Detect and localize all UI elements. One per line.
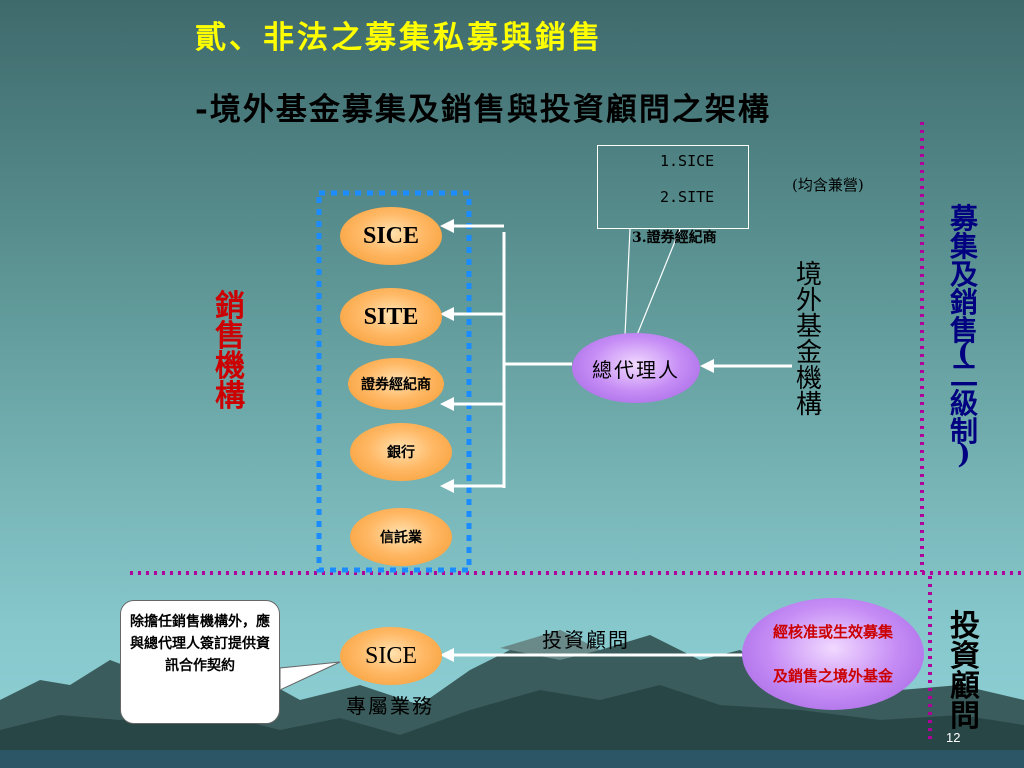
sales-org-dashed-box xyxy=(316,190,472,573)
intermediary-box xyxy=(597,145,749,229)
box-pointer-left xyxy=(624,228,631,336)
advisory-label: 投 資 顧 問 xyxy=(950,609,980,734)
box-item-2: 2.SITE xyxy=(660,188,715,206)
box-pointer-right xyxy=(636,228,681,336)
general-agent-node: 總代理人 xyxy=(572,333,700,403)
advisory-arrow-label: 投資顧問 xyxy=(542,628,630,652)
channel-site: SITE xyxy=(340,288,442,346)
title-line2: -境外基金募集及銷售與投資顧問之架構 xyxy=(195,92,771,128)
general-agent-label: 總代理人 xyxy=(592,357,680,382)
box-item-3: 3.證券經紀商 xyxy=(632,230,717,246)
title-line1: 貳、非法之募集私募與銷售 xyxy=(195,20,603,56)
mountain-background xyxy=(0,630,1024,768)
channel-trust: 信託業 xyxy=(350,508,452,566)
exclusive-business-label: 專屬業務 xyxy=(346,694,434,718)
advisory-sice: SICE xyxy=(340,627,442,685)
box-note: (均含兼營) xyxy=(792,176,864,194)
page-number: 12 xyxy=(946,730,961,745)
approved-fund-line2: 及銷售之境外基金 xyxy=(772,667,893,685)
channel-securities-broker: 證券經紀商 xyxy=(348,358,444,410)
channel-bank: 銀行 xyxy=(350,423,452,481)
offshore-fund-label: 境 外 基 金 機 構 xyxy=(796,260,823,420)
callout-tail xyxy=(279,661,341,691)
box-item-1: 1.SICE xyxy=(660,152,715,170)
approved-fund-line1: 經核准或生效募集 xyxy=(772,623,893,641)
approved-fund-node: 經核准或生效募集 及銷售之境外基金 xyxy=(742,598,924,710)
tier-system-label: 募 集 及 銷 售 ( 二 級 制 ) xyxy=(950,202,979,470)
channel-arrows xyxy=(440,219,504,493)
fund-to-agent-arrowhead xyxy=(700,359,714,373)
advisory-arrowhead xyxy=(440,648,454,662)
callout-note: 除擔任銷售機構外，應與總代理人簽訂提供資訊合作契約 xyxy=(120,600,280,724)
channel-sice: SICE xyxy=(340,207,442,265)
sales-org-label: 銷 售 機 構 xyxy=(215,289,245,414)
